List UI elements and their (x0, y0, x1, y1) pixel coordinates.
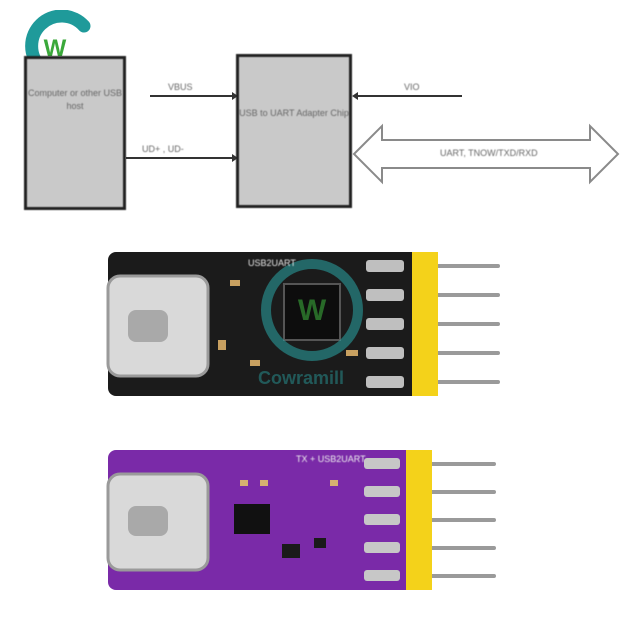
black-board-image: W (106, 252, 500, 396)
black-board-label: USB2UART (248, 258, 296, 268)
dp-dm-label: UD+ , UD- (142, 144, 184, 154)
purple-board-label: TX + USB2UART (296, 454, 366, 464)
diagram-connectors (126, 92, 620, 185)
vbus-label: VBUS (168, 82, 193, 92)
uart-double-arrow (352, 123, 620, 185)
vio-label: VIO (404, 82, 420, 92)
black-board-photo: W USB2UART Cowramill (100, 240, 520, 410)
svg-text:W: W (298, 294, 327, 327)
block-diagram: Computer or other USB host USB to UART A… (0, 0, 640, 220)
purple-board-photo: TX + USB2UART (100, 440, 520, 600)
host-box: Computer or other USB host (24, 56, 126, 210)
chip-box-label: USB to UART Adapter Chip (239, 108, 349, 118)
host-box-label: Computer or other USB host (27, 88, 123, 111)
watermark-brand: Cowramill (258, 368, 345, 388)
chip-box: USB to UART Adapter Chip (236, 54, 352, 208)
brand-logo-mark: W (44, 35, 67, 62)
uart-label: UART, TNOW/TXD/RXD (440, 148, 538, 158)
purple-board-image (106, 450, 496, 590)
